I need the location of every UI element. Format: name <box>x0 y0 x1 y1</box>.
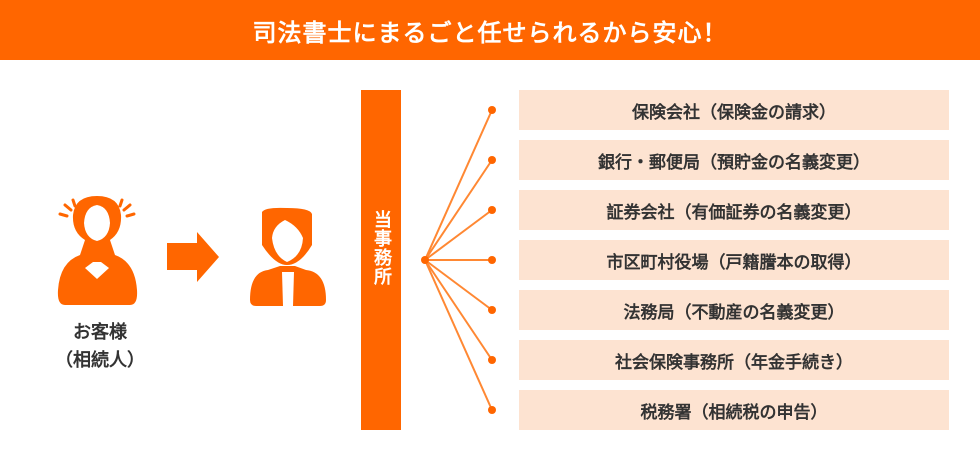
right-arrow-icon <box>167 232 219 282</box>
end-dot <box>488 306 496 314</box>
end-dot <box>488 156 496 164</box>
connector-lines <box>421 106 496 414</box>
destination-box: 銀行・郵便局（預貯金の名義変更） <box>519 140 949 180</box>
destination-box: 法務局（不動産の名義変更） <box>519 290 949 330</box>
header-title: 司法書士にまるごと任せられるから安心！ <box>252 18 728 47</box>
end-dot <box>488 106 496 114</box>
destination-box: 保険会社（保険金の請求） <box>519 90 949 130</box>
customer-label: お客様 <box>73 322 127 343</box>
end-dot <box>488 356 496 364</box>
page-header: 司法書士にまるごと任せられるから安心！ <box>0 0 980 60</box>
destination-box: 税務署（相続税の申告） <box>519 390 949 430</box>
destination-box: 証券会社（有価証券の名義変更） <box>519 190 949 230</box>
office-label: 当事務所 <box>371 210 392 286</box>
end-dot <box>488 206 496 214</box>
customer-sublabel: （相続人） <box>55 350 145 371</box>
destination-box: 社会保険事務所（年金手続き） <box>519 340 949 380</box>
businessman-icon <box>250 207 326 306</box>
destination-box: 市区町村役場（戸籍謄本の取得） <box>519 240 949 280</box>
worried-woman-icon <box>57 196 138 305</box>
office-bar: 当事務所 <box>361 90 401 430</box>
end-dot <box>488 256 496 264</box>
hub-dot <box>421 256 429 264</box>
end-dot <box>488 406 496 414</box>
